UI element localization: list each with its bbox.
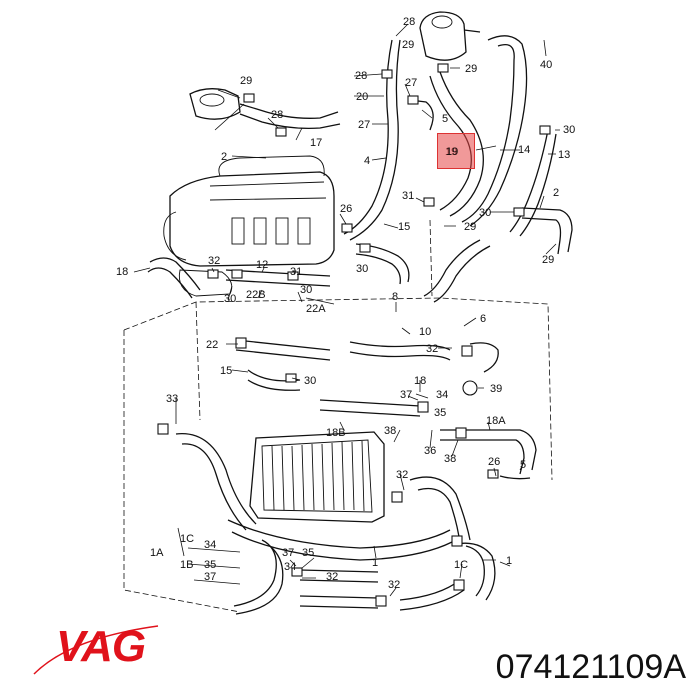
callout-labels: 28 29 40 28 27 20 5 29 29 28 17 27 30 2 … (116, 16, 575, 591)
callout-label: 6 (480, 313, 486, 325)
callout-label: 22 (206, 339, 218, 351)
callout-label: 1C (180, 533, 194, 545)
lower-hoses (175, 433, 496, 615)
callout-label: 18 (116, 266, 128, 278)
expansion-tank (419, 11, 481, 61)
callout-label: 28 (403, 16, 415, 28)
callout-label: 22B (246, 289, 266, 301)
callout-label: 34 (204, 539, 216, 551)
callout-label: 29 (402, 39, 414, 51)
callout-label: 29 (542, 254, 554, 266)
upper-hoses (343, 35, 573, 255)
callout-label: 1B (180, 559, 193, 571)
callout-label: 15 (398, 221, 410, 233)
callout-label: 37 (204, 571, 216, 583)
callout-label: 35 (302, 547, 314, 559)
callout-label: 8 (392, 291, 398, 303)
brand-logo-swoosh (33, 625, 159, 675)
callout-label: 35 (204, 559, 216, 571)
callout-label: 34 (284, 561, 296, 573)
callout-label: 18 (414, 375, 426, 387)
radiator (249, 431, 385, 523)
callout-label: 18B (326, 427, 346, 439)
callout-label: 32 (396, 469, 408, 481)
callout-label: 4 (364, 155, 370, 167)
filler-housing (189, 88, 341, 130)
callout-label: 1 (506, 555, 512, 567)
callout-label: 29 (240, 75, 252, 87)
callout-label: 5 (520, 459, 526, 471)
callout-label: 30 (224, 293, 236, 305)
callout-label: 17 (310, 137, 322, 149)
callout-label: 37 (282, 547, 294, 559)
callout-label: 31 (290, 266, 302, 278)
callout-label: 30 (563, 124, 575, 136)
callout-label: 29 (464, 221, 476, 233)
callout-label: 30 (300, 284, 312, 296)
callout-label: 31 (402, 190, 414, 202)
callout-label: 26 (488, 456, 500, 468)
callout-label: 27 (405, 77, 417, 89)
callout-label: 28 (355, 70, 367, 82)
leader-lines (133, 23, 560, 597)
part-number: 074121109A (495, 648, 686, 686)
callout-label: 12 (256, 259, 268, 271)
callout-label: 14 (518, 144, 530, 156)
callout-label: 26 (340, 203, 352, 215)
callout-label: 38 (444, 453, 456, 465)
callout-label: 1A (150, 547, 164, 559)
callout-label: 33 (166, 393, 178, 405)
callout-label: 40 (540, 59, 552, 71)
callout-label: 5 (442, 113, 448, 125)
callout-label: 28 (271, 109, 283, 121)
callout-label: 18A (486, 415, 506, 427)
middle-hoses (147, 239, 537, 480)
callout-label: 27 (358, 119, 370, 131)
callout-label: 30 (356, 263, 368, 275)
highlighted-part-marker (437, 133, 475, 169)
callout-label: 35 (434, 407, 446, 419)
callout-label: 1C (454, 559, 468, 571)
callout-label: 34 (436, 389, 448, 401)
callout-label: 29 (465, 63, 477, 75)
callout-label: 10 (419, 326, 431, 338)
callout-label: 30 (479, 207, 491, 219)
callout-label: 36 (424, 445, 436, 457)
callout-label: 22A (306, 303, 326, 315)
callout-label: 37 (400, 389, 412, 401)
callout-label: 20 (356, 91, 368, 103)
callout-label: 32 (426, 343, 438, 355)
callout-label: 1 (372, 557, 378, 569)
callout-label: 2 (553, 187, 559, 199)
callout-label: 30 (304, 375, 316, 387)
callout-label: 38 (384, 425, 396, 437)
callout-label: 32 (208, 255, 220, 267)
brand-logo: VAG (56, 622, 146, 671)
callout-label: 32 (388, 579, 400, 591)
callout-label: 2 (221, 151, 227, 163)
hose-clamps (157, 63, 551, 607)
dashed-guides (123, 219, 553, 613)
callout-label: 15 (220, 365, 232, 377)
callout-label: 13 (558, 149, 570, 161)
callout-label: 39 (490, 383, 502, 395)
callout-label: 32 (326, 571, 338, 583)
